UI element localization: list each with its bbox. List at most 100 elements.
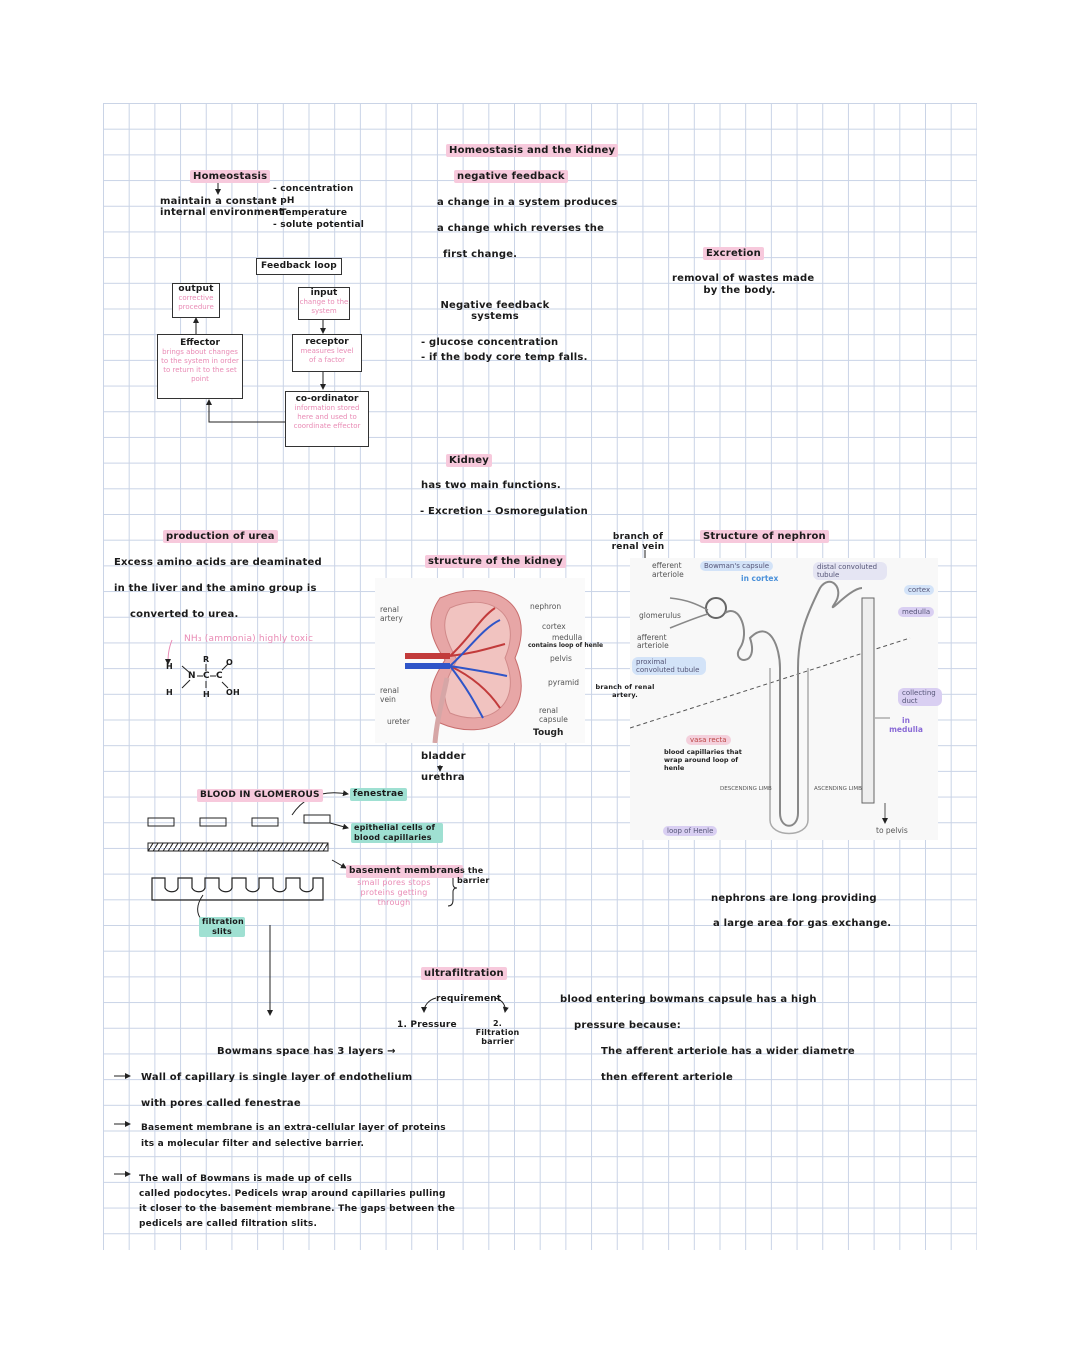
homeostasis-title: Homeostasis [190,170,271,183]
bowmans-layer-line: The wall of Bowmans is made up of cells [139,1174,353,1184]
label-descending: DESCENDING LIMB [720,786,772,792]
neg-system-item: - if the body core temp falls. [421,352,588,363]
label-loop-henle: loop of Henle [663,826,718,836]
label-vasa-recta: vasa recta [686,735,731,745]
filtration-slits-label: filtration slits [199,917,245,937]
bowmans-layer-line: called podocytes. Pedicels wrap around c… [139,1189,446,1199]
pressure-line: pressure because: [574,1020,681,1031]
negative-feedback-title: negative feedback [454,170,568,183]
pressure-line: The afferent arteriole has a wider diame… [601,1046,855,1057]
label-ureter: ureter [387,717,410,726]
label-medulla-note: contains loop of henle [528,642,604,649]
label-bowmans: Bowman's capsule [700,561,774,571]
excretion-line: removal of wastes made [672,273,815,284]
kidney-section-title: Homeostasis and the Kidney [446,144,619,157]
urethra-label: urethra [421,772,465,783]
bowmans-layer-line: pedicels are called filtration slits. [139,1219,318,1229]
label-pelvis: pelvis [550,654,572,663]
coordinator-desc: information stored here and used to coor… [293,404,361,430]
pressure-line: blood entering bowmans capsule has a hig… [560,994,817,1005]
urea-line: converted to urea. [130,609,239,620]
label-nephron: nephron [530,602,562,611]
urea-line: in the liver and the amino group is [114,583,317,594]
label-proximal: proximal convoluted tubule [632,657,706,675]
nephron-illustration [630,580,911,835]
requirement-barrier: 2. Filtration barrier [475,1019,520,1046]
label-cortex-n: cortex [904,585,935,595]
label-distal: distal convoluted tubule [813,562,887,580]
label-medulla: medulla [552,633,583,642]
bowmans-layer-line: with pores called fenestrae [141,1098,301,1109]
pressure-line: then efferent arteriole [601,1072,733,1083]
label-medulla-n: medulla [898,607,935,617]
output-desc: corrective procedure [178,294,214,311]
coordinator-box: co-ordinator information stored here and… [285,391,369,447]
atom-r: R [203,655,210,664]
label-ascending: ASCENDING LIMB [814,786,862,792]
neg-feedback-line: a change in a system produces [437,197,618,208]
atom-h: H [166,688,173,697]
atom-c: C [203,671,210,681]
input-box: input change to the system [298,287,350,320]
coordinator-title: co-ordinator [295,394,359,404]
output-title: output [178,284,214,294]
atom-n: N [188,671,196,681]
label-pyramid: pyramid [548,678,580,687]
branch-renal-vein: branch of renal vein [611,532,665,552]
label-efferent: efferent arteriole [652,561,684,579]
fenestrae-label: fenestrae [350,788,407,801]
input-title: input [310,288,338,298]
excretion-line: by the body. [703,285,776,296]
kidney-figure: renal artery renal vein ureter nephron c… [375,578,603,743]
urea-line: Excess amino acids are deaminated [114,557,322,568]
bowmans-layer-line: Wall of capillary is single layer of end… [141,1072,413,1083]
basement-label: basement membrane [346,865,464,878]
effector-title: Effector [180,338,220,348]
kidney-functions-intro: has two main functions. [421,480,561,491]
epithelial-label: epithelial cells of blood capillaries [351,823,443,843]
nephron-figure: efferent arteriole Bowman's capsule in c… [630,558,942,840]
atom-c: C [216,671,223,681]
label-afferent: afferent arteriole [637,633,669,650]
factor-item: - Temperature [273,208,348,218]
effector-desc: brings about changes to the system in or… [161,348,239,383]
kidney-structure-title: structure of the kidney [425,555,566,568]
neg-feedback-systems-title: Negative feedback systems [440,300,550,322]
bowmans-layer-line: it closer to the basement membrane. The … [139,1204,456,1214]
bowmans-layer-line: Basement membrane is an extra-cellular l… [141,1123,446,1133]
label-blood-capillaries: blood capillaries that wrap around loop … [664,748,742,772]
bowmans-layer-line: its a molecular filter and selective bar… [141,1139,365,1149]
label-cortex: cortex [542,622,566,631]
label-to-pelvis: to pelvis [876,826,908,835]
label-collecting: collecting duct [898,688,942,706]
endothelium-cell [147,817,175,827]
atom-o: O [226,658,234,667]
kidney-function-excretion: - Excretion [420,506,483,517]
requirement-pressure: 1. Pressure [397,1020,457,1030]
barrier-note: is the barrier [457,866,490,885]
basement-desc: small pores stops proteins getting throu… [357,878,431,907]
bladder-label: bladder [421,751,466,762]
atom-h: H [203,690,210,699]
homeostasis-definition: maintain a constant internal environment [160,196,283,218]
ammonia-note: NH₃ (ammonia) highly toxic [184,634,314,644]
neg-feedback-line: first change. [443,249,518,260]
label-renal-artery: renal artery [380,605,403,623]
label-glomerulus: glomerulus [639,611,681,620]
kidney-illustration [405,590,522,743]
label-in-medulla: in medulla [889,716,923,734]
input-desc: change to the system [299,298,349,315]
output-box: output corrective procedure [172,283,220,318]
ultrafiltration-title: ultrafiltration [421,967,507,980]
excretion-title: Excretion [703,247,764,260]
kidney-title: Kidney [446,454,492,467]
receptor-title: receptor [305,337,349,347]
factor-item: - pH [273,196,295,206]
atom-oh: OH [226,688,240,697]
branch-renal-artery: branch of renal artery. [595,683,655,699]
urea-title: production of urea [163,530,278,543]
nephron-note: a large area for gas exchange. [713,918,892,929]
excretion-definition: removal of wastes made by the body. [672,273,815,297]
factor-item: - solute potential [273,220,365,230]
effector-box: Effector brings about changes to the sys… [157,334,243,399]
